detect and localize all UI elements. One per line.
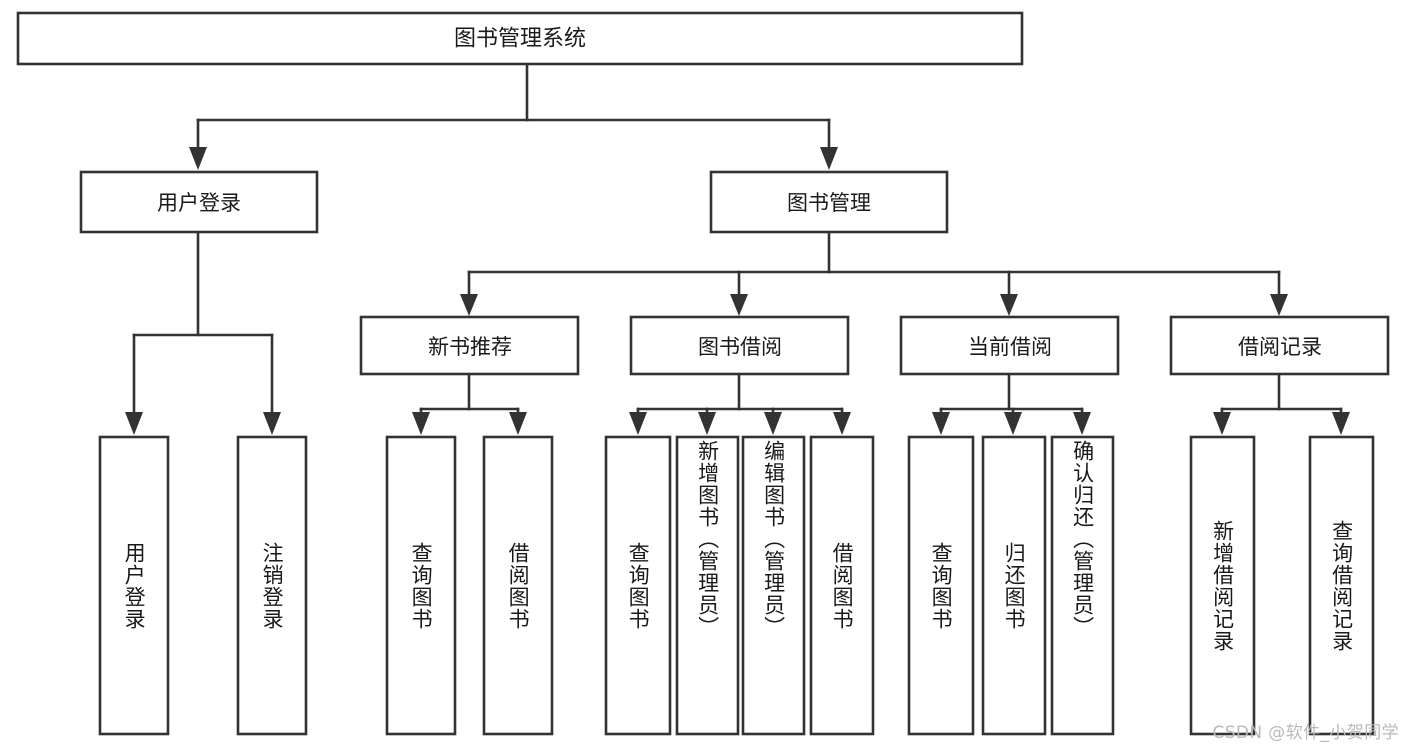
node-current-borrow-label: 当前借阅 <box>968 335 1052 359</box>
node-leaf-logout-box[interactable] <box>236 435 308 736</box>
arrow-head-leaf-borrow-book-2 <box>833 412 851 435</box>
connector-borrow-record-to-leaves <box>1213 372 1350 435</box>
arrow-head-leaf-edit-book <box>764 412 782 435</box>
node-new-book-rec-label: 新书推荐 <box>428 335 512 359</box>
arrow-head-leaf-query-book-3 <box>932 412 950 435</box>
connector-new-book-rec-to-leaves <box>412 372 527 435</box>
node-root[interactable]: 图书管理系统 <box>16 11 1024 66</box>
connector-book-manage-to-level3 <box>460 230 1288 316</box>
arrow-head-leaf-confirm-return <box>1073 412 1091 435</box>
node-new-book-rec[interactable]: 新书推荐 <box>359 315 580 376</box>
node-borrow-record-box[interactable] <box>1169 315 1390 376</box>
connector-user-login-to-leaves <box>125 230 281 435</box>
arrow-head-borrow-record <box>1270 294 1288 316</box>
node-borrow-record[interactable]: 借阅记录 <box>1169 315 1390 376</box>
node-book-manage[interactable]: 图书管理 <box>709 170 949 234</box>
node-current-borrow[interactable]: 当前借阅 <box>899 315 1120 376</box>
connector-root-to-level2 <box>189 62 838 170</box>
node-leaf-query-book-1-box[interactable] <box>385 435 457 736</box>
node-leaf-edit-book-box[interactable] <box>741 435 806 736</box>
arrow-head-leaf-query-book-2 <box>629 412 647 435</box>
arrow-head-leaf-logout <box>263 412 281 435</box>
arrow-head-leaf-add-book <box>698 412 716 435</box>
node-borrow-record-label: 借阅记录 <box>1238 335 1322 359</box>
node-current-borrow-box[interactable] <box>899 315 1120 376</box>
arrow-head-leaf-return-book <box>1004 412 1022 435</box>
csdn-watermark: CSDN @软件_小贺同学 <box>1212 723 1399 743</box>
node-root-box[interactable] <box>16 11 1024 66</box>
arrow-head-book-borrow <box>730 294 748 316</box>
node-book-borrow[interactable]: 图书借阅 <box>629 315 850 376</box>
node-user-login-label: 用户登录 <box>157 191 241 215</box>
node-book-manage-label: 图书管理 <box>787 191 871 215</box>
arrow-head-new-book-rec <box>460 294 478 316</box>
node-book-borrow-box[interactable] <box>629 315 850 376</box>
node-leaf-borrow-book-2-box[interactable] <box>809 435 875 736</box>
node-book-borrow-label: 图书借阅 <box>698 335 782 359</box>
node-root-label: 图书管理系统 <box>454 27 586 52</box>
node-leaf-add-record-box[interactable] <box>1189 435 1256 736</box>
node-leaf-confirm-return-box[interactable] <box>1050 435 1115 736</box>
node-user-login[interactable]: 用户登录 <box>79 170 319 234</box>
node-leaf-query-record-box[interactable] <box>1308 435 1375 736</box>
node-book-manage-box[interactable] <box>709 170 949 234</box>
arrow-head-book-manage <box>820 147 838 170</box>
arrow-head-current-borrow <box>1000 294 1018 316</box>
node-leaf-borrow-book-1-box[interactable] <box>482 435 554 736</box>
arrow-head-leaf-query-record <box>1332 412 1350 435</box>
node-user-login-box[interactable] <box>79 170 319 234</box>
node-leaf-query-book-3-box[interactable] <box>907 435 975 736</box>
connector-book-borrow-to-leaves <box>629 372 851 435</box>
node-leaf-query-book-2-box[interactable] <box>604 435 672 736</box>
arrow-head-user-login <box>189 147 207 170</box>
arrow-head-leaf-borrow-book-1 <box>509 412 527 435</box>
connector-current-borrow-to-leaves <box>932 372 1091 435</box>
arrow-head-leaf-add-record <box>1213 412 1231 435</box>
node-leaf-return-book-box[interactable] <box>981 435 1047 736</box>
node-leaf-user-login-box[interactable] <box>98 435 170 736</box>
node-new-book-rec-box[interactable] <box>359 315 580 376</box>
arrow-head-leaf-user-login <box>125 412 143 435</box>
node-leaf-add-book-box[interactable] <box>675 435 740 736</box>
arrow-head-leaf-query-book-1 <box>412 412 430 435</box>
